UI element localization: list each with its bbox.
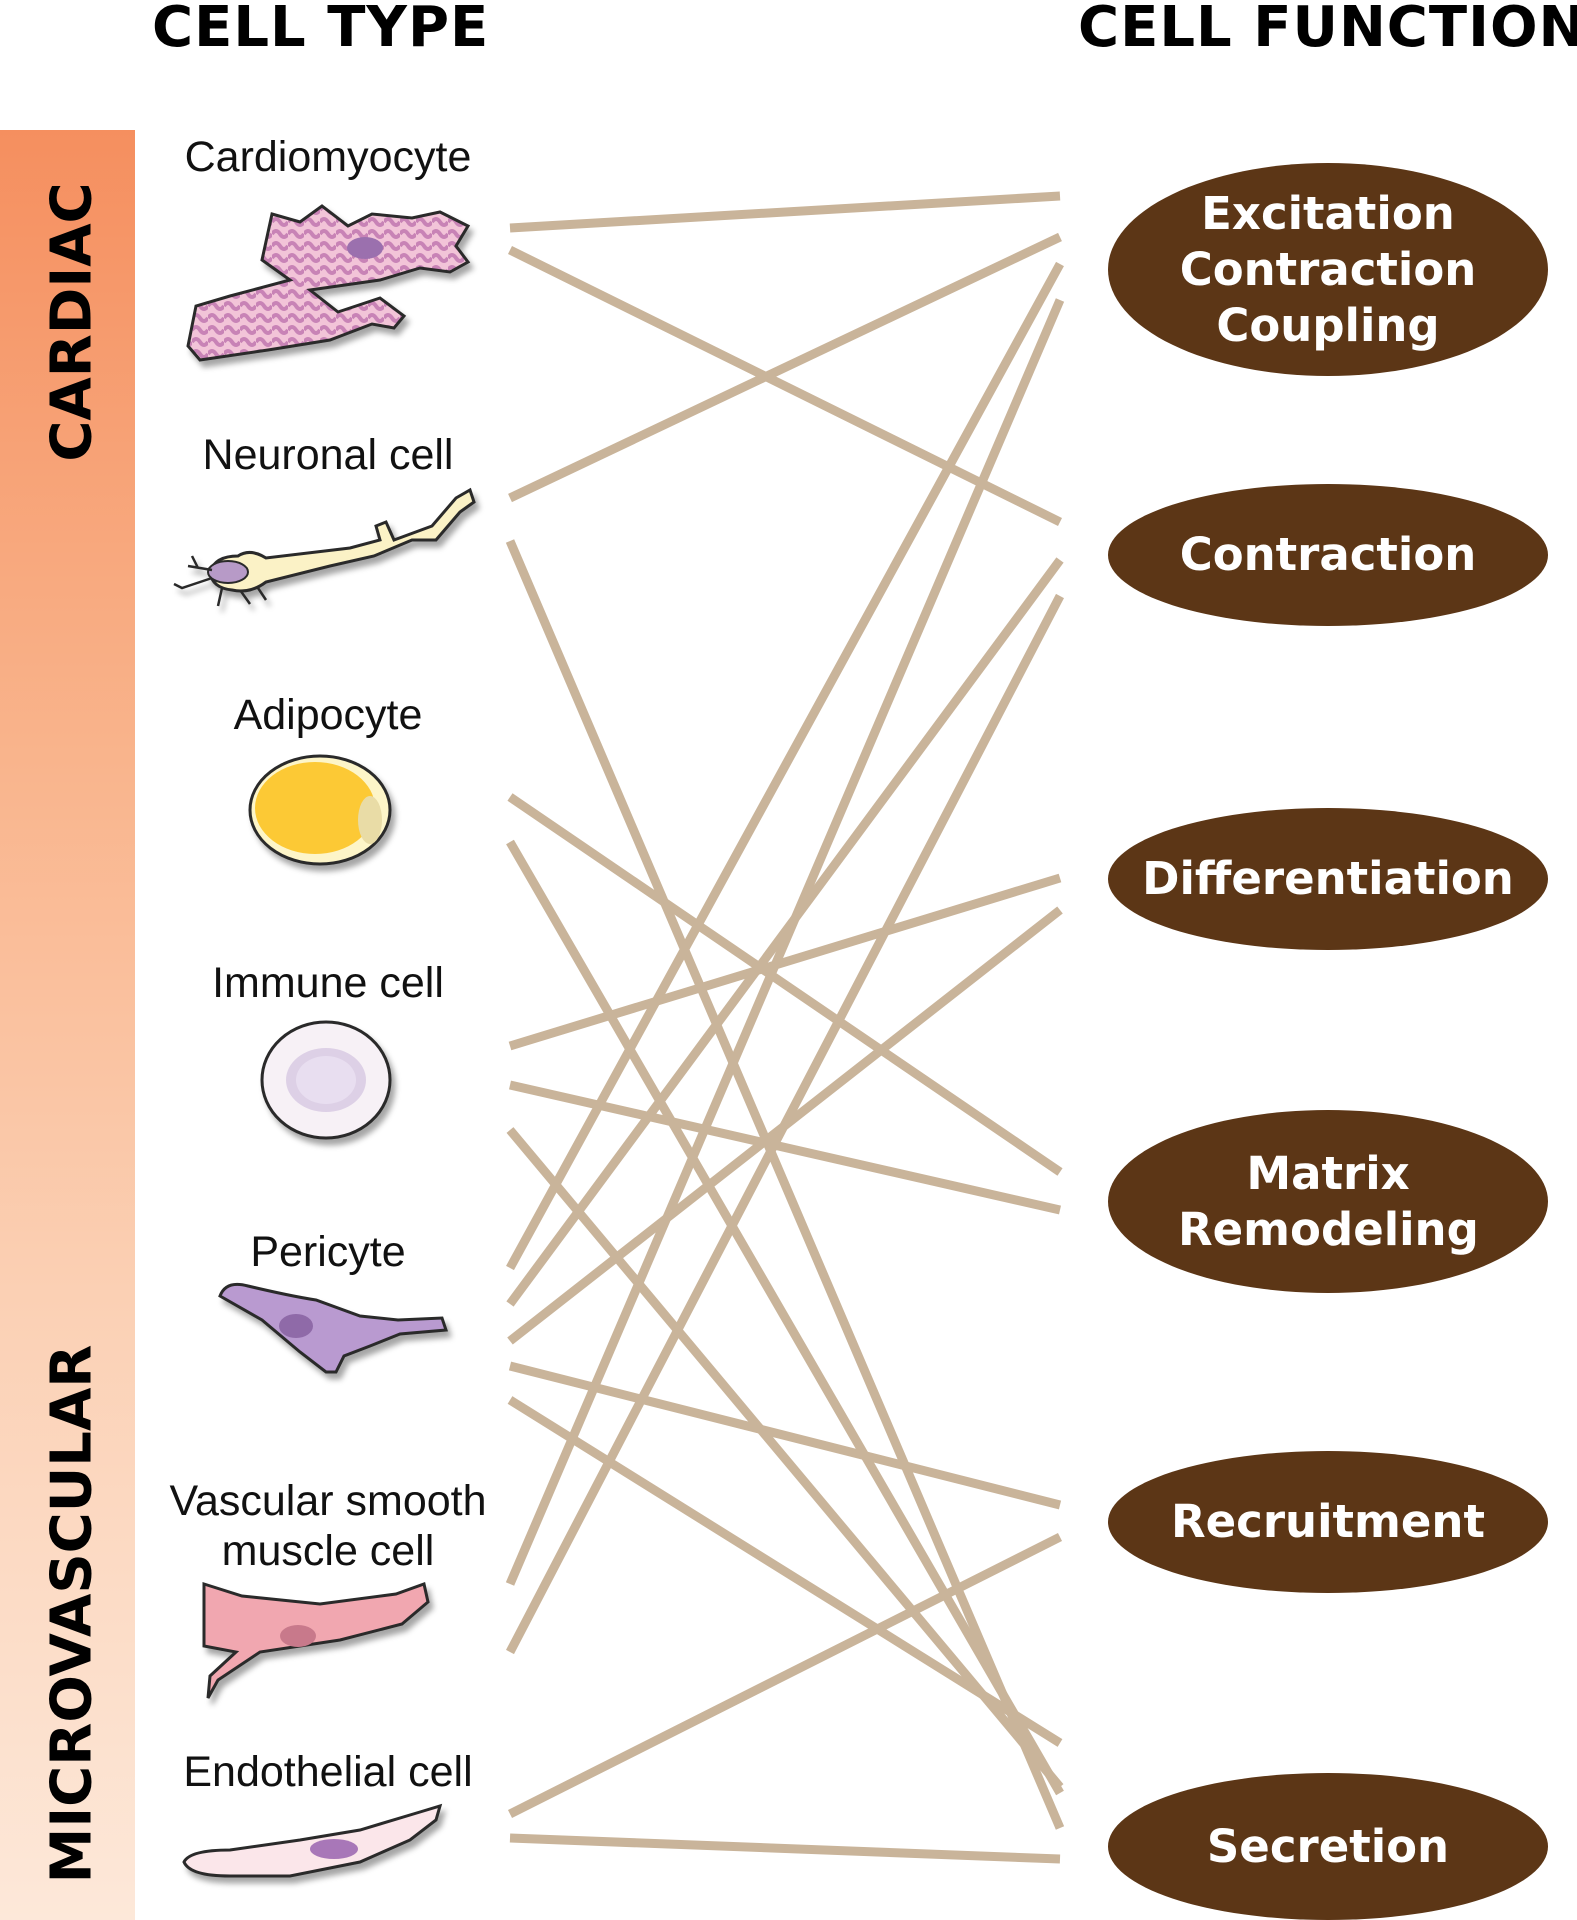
function-label-secretion: Secretion	[1206, 1819, 1450, 1873]
function-label-ecc: Excitation Contraction Coupling	[1179, 186, 1477, 352]
connection-line	[509, 1833, 1061, 1864]
connection-line	[507, 1396, 1063, 1747]
pericyte-icon	[218, 1282, 449, 1374]
connection-lines	[505, 191, 1065, 1864]
cardiomyocyte-icon	[186, 204, 471, 362]
function-label-matrix-remodeling: Matrix Remodeling	[1178, 1146, 1479, 1256]
function-recruitment: Recruitment	[1108, 1451, 1548, 1593]
cell-function-header: CELL FUNCTION	[1078, 0, 1577, 60]
function-label-differentiation: Differentiation	[1142, 852, 1514, 905]
function-label-recruitment: Recruitment	[1171, 1495, 1485, 1548]
connection-line	[508, 245, 1062, 527]
connection-line	[506, 593, 1064, 1655]
connection-line	[507, 793, 1063, 1176]
function-matrix-remodeling: Matrix Remodeling	[1108, 1110, 1548, 1293]
cell-type-label-immune: Immune cell	[212, 959, 444, 1007]
connection-line	[508, 232, 1062, 503]
function-secretion: Secretion	[1108, 1773, 1548, 1920]
cell-type-label-endothelial: Endothelial cell	[183, 1748, 473, 1796]
connection-line	[505, 539, 1065, 1830]
neuronal-cell-icon	[173, 487, 476, 607]
connection-line	[506, 839, 1064, 1796]
connection-line	[509, 191, 1061, 233]
cell-type-label-adipocyte: Adipocyte	[233, 691, 423, 739]
category-sidebar	[0, 130, 135, 1920]
function-excitation-contraction-coupling: Excitation Contraction Coupling	[1108, 163, 1548, 376]
function-contraction: Contraction	[1108, 484, 1548, 626]
connection-line	[507, 1532, 1063, 1819]
cell-type-label-pericyte: Pericyte	[250, 1228, 406, 1276]
cell-type-label-cardiomyocyte: Cardiomyocyte	[184, 133, 472, 181]
connection-line	[505, 298, 1065, 1586]
cell-type-label-neuronal: Neuronal cell	[202, 431, 454, 479]
connection-line	[508, 1361, 1062, 1510]
function-label-contraction: Contraction	[1179, 528, 1477, 581]
endothelial-cell-icon	[182, 1803, 443, 1878]
connection-line	[506, 261, 1064, 1271]
cell-type-header: CELL TYPE	[152, 0, 490, 60]
immune-cell-icon	[260, 1020, 392, 1140]
connection-line	[508, 873, 1062, 1051]
function-differentiation: Differentiation	[1108, 808, 1548, 950]
vsmc-icon	[202, 1581, 430, 1699]
adipocyte-icon	[248, 754, 392, 866]
connection-line	[506, 1127, 1064, 1790]
cell-type-label-vsmc: Vascular smooth muscle cell	[169, 1477, 487, 1575]
